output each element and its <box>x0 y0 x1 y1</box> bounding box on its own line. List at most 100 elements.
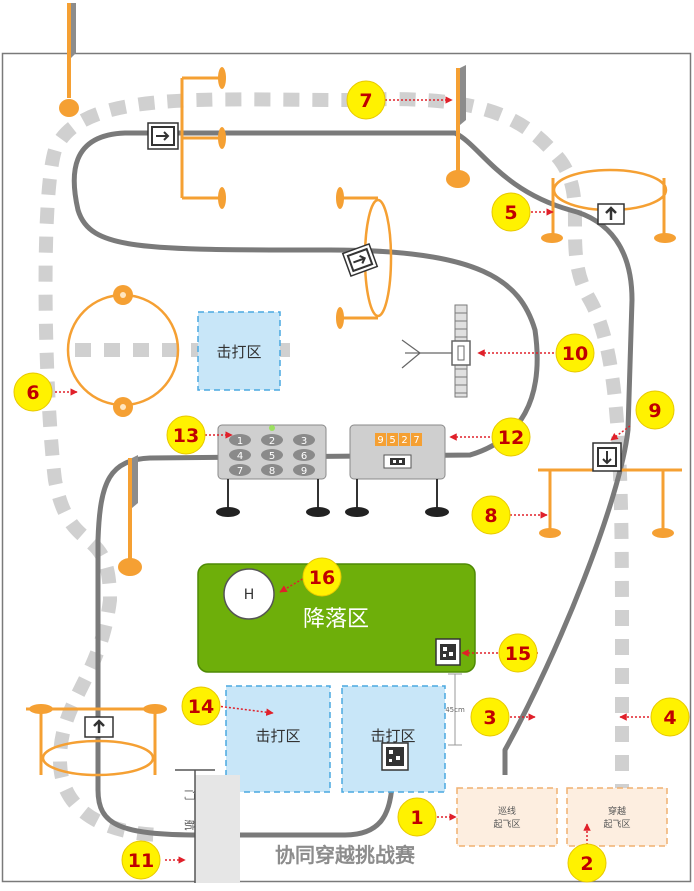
crossing-takeoff-label-1: 穿越 <box>608 805 626 817</box>
callout-number: 8 <box>484 505 497 527</box>
callout-number: 3 <box>483 707 496 729</box>
keypad-key-label: 2 <box>269 436 275 447</box>
competition-title: 协同穿越挑战赛 <box>275 843 416 867</box>
callout-12: 12 <box>491 417 531 457</box>
callout-number: 1 <box>410 807 423 829</box>
display-digit: 5 <box>387 433 398 446</box>
marker-arrow-up-icon-2 <box>84 716 114 738</box>
callout-6: 6 <box>13 372 53 412</box>
flag-obstacle-top-left <box>59 3 79 117</box>
hit-zone-bottom-left: 击打区 <box>225 685 331 793</box>
keypad-key: 3 <box>293 434 315 447</box>
crossing-takeoff-label-2: 起飞区 <box>603 819 630 830</box>
callout-number: 2 <box>580 853 593 875</box>
callout-15: 15 <box>498 633 538 673</box>
callout-3: 3 <box>470 697 510 737</box>
keypad-key: 7 <box>229 464 251 477</box>
patrol-takeoff-label-1: 巡线 <box>498 805 516 817</box>
marker-arrow-right-icon-2 <box>341 242 379 278</box>
hit-zone-bottom-right: 击打区 <box>341 685 446 793</box>
patrol-takeoff-label-2: 起飞区 <box>493 819 520 830</box>
callout-number: 4 <box>663 707 676 729</box>
callout-5: 5 <box>491 192 531 232</box>
callout-number: 5 <box>504 202 517 224</box>
patrol-takeoff-zone: 巡线 起飞区 <box>456 787 558 847</box>
flag-obstacle-top-right <box>446 65 470 188</box>
keypad-stand: 1 2 3 4 5 6 7 8 9 <box>216 424 330 517</box>
callout-number: 10 <box>562 343 588 365</box>
callout-7: 7 <box>346 80 386 120</box>
callout-arrows <box>55 96 653 864</box>
callout-number: 6 <box>26 382 39 404</box>
display-digit-label: 5 <box>389 435 395 446</box>
keypad-key-label: 6 <box>301 451 307 462</box>
callout-number: 16 <box>309 567 335 589</box>
keypad-key: 2 <box>261 434 283 447</box>
callout-9: 9 <box>635 390 675 430</box>
horizontal-ring-obstacle-left <box>26 704 167 777</box>
callout-1: 1 <box>397 797 437 837</box>
door-label-2: 航 <box>183 820 197 831</box>
hit-zone-top: 击打区 <box>197 311 281 391</box>
keypad-key: 9 <box>293 464 315 477</box>
callout-13: 13 <box>166 415 206 455</box>
keypad-key-label: 5 <box>269 451 275 462</box>
hit-zone-bottom-right-label: 击打区 <box>370 727 415 745</box>
flag-obstacle-left <box>118 455 142 576</box>
keypad-key: 6 <box>293 449 315 462</box>
marker-arrow-up-icon <box>597 203 625 225</box>
track-marker-icons <box>84 122 625 738</box>
ring-obstacle-left <box>66 285 180 417</box>
ladder-obstacle <box>401 304 471 398</box>
keypad-key: 8 <box>261 464 283 477</box>
keypad-key: 1 <box>229 434 251 447</box>
callout-14: 14 <box>181 686 221 726</box>
callout-number: 7 <box>359 90 372 112</box>
callout-8: 8 <box>471 495 511 535</box>
callout-10: 10 <box>555 333 595 373</box>
marker-arrow-right-icon <box>147 122 179 150</box>
keypad-key: 5 <box>261 449 283 462</box>
display-digit: 9 <box>375 433 386 446</box>
callout-number: 15 <box>505 643 531 665</box>
landing-zone-label: 降落区 <box>303 607 369 632</box>
callout-2: 2 <box>567 843 607 883</box>
display-digit-label: 7 <box>413 435 419 446</box>
display-digit: 2 <box>399 433 410 446</box>
display-digit-label: 9 <box>377 435 383 446</box>
keypad-key-label: 8 <box>269 466 275 477</box>
callout-number: 11 <box>128 850 154 872</box>
measure-label: 45cm <box>445 706 465 714</box>
callout-4: 4 <box>650 697 690 737</box>
keypad: 1 2 3 4 5 6 7 8 9 <box>229 434 315 477</box>
helipad-label: H <box>244 587 255 603</box>
keypad-key-label: 9 <box>301 466 307 477</box>
door-obstacle: 门 航 <box>175 769 240 883</box>
keypad-key-label: 4 <box>237 451 243 462</box>
door-label-1: 门 <box>183 790 197 801</box>
callout-number: 9 <box>648 400 661 422</box>
display-digit-label: 2 <box>401 435 407 446</box>
height-measurement: 45cm <box>445 673 465 746</box>
keypad-key-label: 7 <box>237 466 243 477</box>
callout-number: 13 <box>173 425 199 447</box>
drone-track <box>71 130 635 838</box>
marker-arrow-down-icon <box>592 442 622 472</box>
keypad-key-label: 3 <box>301 436 307 447</box>
display-digit: 7 <box>411 433 422 446</box>
callout-11: 11 <box>121 840 161 880</box>
frame-obstacle-top <box>180 67 226 209</box>
crossing-takeoff-zone: 穿越 起飞区 <box>566 787 668 847</box>
callout-16: 16 <box>302 557 342 597</box>
callout-number: 12 <box>498 427 524 449</box>
hit-zone-bottom-left-label: 击打区 <box>255 727 300 745</box>
hit-zone-top-label: 击打区 <box>216 343 261 361</box>
keypad-key-label: 1 <box>237 436 243 447</box>
callout-number: 14 <box>188 696 214 718</box>
keypad-key: 4 <box>229 449 251 462</box>
